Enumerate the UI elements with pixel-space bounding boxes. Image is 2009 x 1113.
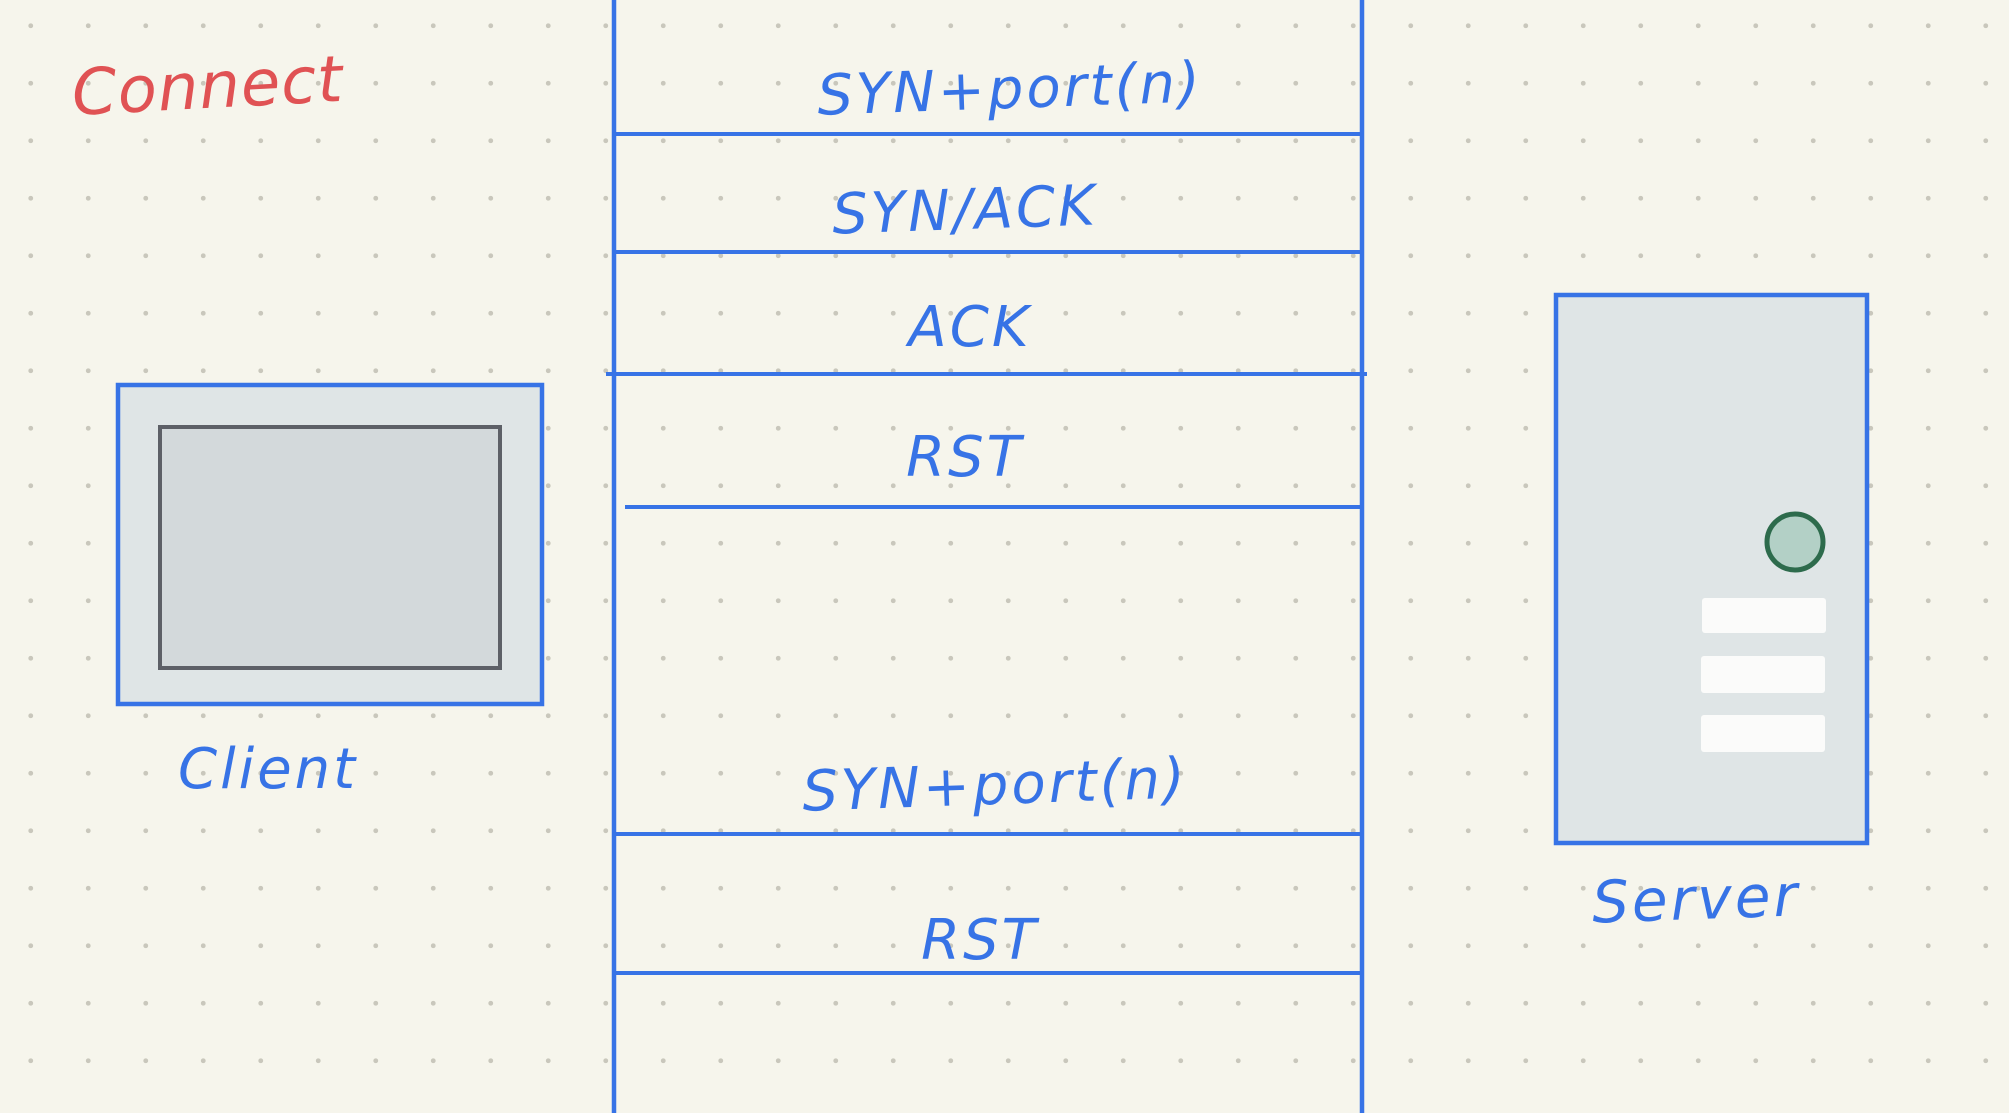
monitor-screen <box>158 425 502 670</box>
server-drive-slot-1 <box>1702 598 1826 633</box>
message-label-6: RST <box>921 908 1039 973</box>
server-power-led <box>1764 511 1826 573</box>
server-icon <box>1553 292 1870 846</box>
server-cabinet <box>1553 292 1870 846</box>
server-drive-slot-3 <box>1701 715 1825 752</box>
message-label-3: ACK <box>908 295 1032 360</box>
message-label-4: RST <box>906 425 1024 490</box>
monitor-icon <box>115 382 545 707</box>
server-label: Server <box>1590 861 1802 937</box>
server-drive-slot-2 <box>1701 656 1825 693</box>
client-label: Client <box>178 737 359 802</box>
diagram-title: Connect <box>70 42 346 131</box>
